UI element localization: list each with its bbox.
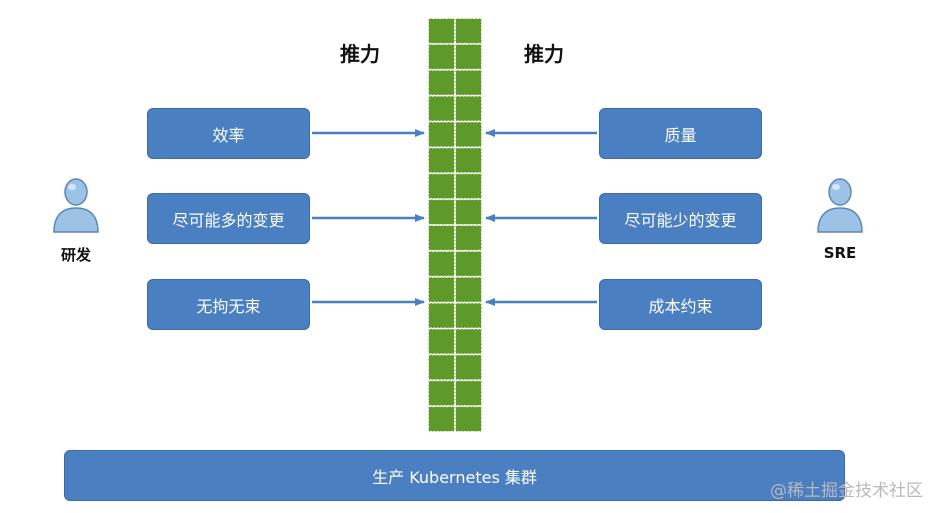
right-item-quality: 质量 xyxy=(599,108,762,159)
wall-brick xyxy=(428,69,455,96)
wall-brick xyxy=(455,147,482,174)
person-icon xyxy=(817,178,863,233)
wall-brick xyxy=(455,250,482,277)
right-force-title: 推力 xyxy=(524,42,564,66)
person-label-dev: 研发 xyxy=(60,246,91,264)
wall-brick xyxy=(455,380,482,407)
wall-brick xyxy=(428,147,455,174)
wall-brick xyxy=(455,276,482,303)
wall-brick xyxy=(428,18,455,44)
left-force-title: 推力 xyxy=(340,42,380,66)
wall-brick xyxy=(428,199,455,225)
left-item-efficiency: 效率 xyxy=(147,108,310,159)
wall-brick xyxy=(455,173,482,200)
wall-brick xyxy=(455,95,482,122)
right-item-cost-constraint: 成本约束 xyxy=(599,279,762,330)
wall-brick xyxy=(428,121,455,148)
wall-brick xyxy=(455,354,482,381)
wall-brick xyxy=(455,328,482,355)
person-icon xyxy=(53,178,99,233)
wall-brick xyxy=(455,18,482,44)
wall-brick xyxy=(455,302,482,329)
wall-brick xyxy=(428,276,455,303)
wall-brick xyxy=(428,406,455,432)
wall-brick xyxy=(428,173,455,200)
left-item-more-changes: 尽可能多的变更 xyxy=(147,193,310,244)
wall-brick xyxy=(455,43,482,70)
wall-brick xyxy=(455,406,482,432)
watermark: @稀土掘金技术社区 xyxy=(770,481,923,501)
brick-wall xyxy=(428,18,482,432)
cluster-label: 生产 Kubernetes 集群 xyxy=(372,467,537,487)
right-item-fewer-changes: 尽可能少的变更 xyxy=(599,193,762,244)
production-cluster-bar: 生产 Kubernetes 集群 xyxy=(64,450,845,501)
person-label-sre: SRE xyxy=(823,244,857,262)
wall-brick xyxy=(428,302,455,329)
wall-brick xyxy=(455,225,482,251)
wall-brick xyxy=(428,380,455,407)
wall-brick xyxy=(428,225,455,251)
wall-brick xyxy=(428,328,455,355)
wall-brick xyxy=(455,199,482,225)
wall-brick xyxy=(428,95,455,122)
wall-brick xyxy=(428,43,455,70)
wall-brick xyxy=(428,354,455,381)
left-item-unconstrained: 无拘无束 xyxy=(147,279,310,330)
wall-brick xyxy=(428,250,455,277)
wall-brick xyxy=(455,69,482,96)
wall-brick xyxy=(455,121,482,148)
